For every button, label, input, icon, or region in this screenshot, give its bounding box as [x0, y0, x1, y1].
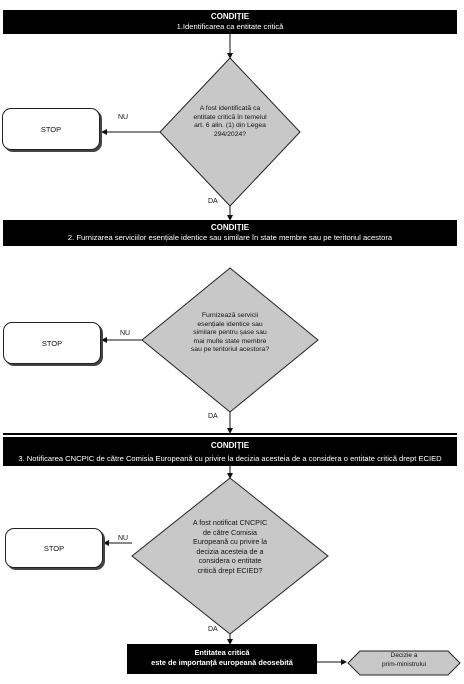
- outcome-line-2: prim-ministrului: [381, 660, 427, 668]
- condition-block-1: CONDIȚIE 1.Identificarea ca entitate cri…: [3, 10, 457, 34]
- yes-label-3: DA: [208, 626, 218, 633]
- no-label-3: NU: [118, 535, 129, 542]
- decision-2-line: Furnizează servicii: [201, 312, 259, 319]
- stop-box-3: STOP: [5, 528, 103, 568]
- no-label-1: NU: [118, 114, 129, 121]
- decision-1-text: A fost identificată ca entitate critică …: [180, 105, 280, 139]
- stop-box-2: STOP: [3, 322, 101, 364]
- yes-label-1: DA: [208, 198, 218, 205]
- decision-2-line: esențiale identice sau: [197, 320, 263, 328]
- decision-1-line: entitate critică în temeiul: [193, 113, 267, 121]
- condition-subtitle-2: 2. Furnizarea serviciilor esențiale iden…: [67, 233, 393, 242]
- decision-3-line: Europeană cu privire la: [193, 537, 267, 546]
- decision-2-line: sau pe teritoriul acestora?: [190, 346, 270, 354]
- decision-3-line: considera o entitate: [198, 556, 262, 565]
- yes-label-2: DA: [208, 413, 218, 420]
- condition-subtitle-3: 3. Notificarea CNCPIC de către Comisia E…: [18, 454, 442, 463]
- final-result-box: Entitatea critică este de importanță eur…: [127, 644, 317, 674]
- stop-box-1: STOP: [2, 108, 100, 150]
- stop-label-1: STOP: [40, 124, 62, 134]
- condition-title-2: CONDIȚIE: [210, 223, 250, 232]
- stop-label-2: STOP: [41, 338, 63, 348]
- decision-3-line: de către Comisia: [203, 527, 257, 537]
- outcome-hexagon: [347, 650, 461, 676]
- decision-1-line: art. 6 alin. (1) din Legea: [194, 122, 266, 130]
- decision-3-line: decizia acesteia de a: [196, 546, 264, 556]
- decision-3-line: A fost notificat CNCPIC: [192, 518, 268, 527]
- decision-1-line: A fost identificată ca: [199, 105, 261, 112]
- condition-title-3: CONDIȚIE: [210, 441, 250, 450]
- final-line-2: este de importanță europeană deosebită: [151, 658, 293, 667]
- condition-block-3: CONDIȚIE 3. Notificarea CNCPIC de către …: [3, 435, 457, 466]
- outcome-label: Decizie a prim-ministrului: [348, 652, 460, 669]
- outcome-line-1: Decizie a: [390, 652, 418, 659]
- decision-3-text: A fost notificat CNCPIC de către Comisia…: [172, 518, 288, 575]
- condition-block-2: CONDIȚIE 2. Furnizarea serviciilor esenț…: [3, 220, 457, 246]
- decision-2-text: Furnizează servicii esențiale identice s…: [175, 312, 285, 355]
- no-label-2: NU: [120, 330, 131, 337]
- decision-1-line: 294/2024?: [213, 130, 247, 138]
- condition-subtitle-1: 1.Identificarea ca entitate critică: [176, 22, 284, 31]
- condition-title-1: CONDIȚIE: [210, 12, 250, 21]
- decision-3-line: critică drept ECIED?: [197, 565, 263, 575]
- decision-2-line: similare pentru șase sau: [193, 329, 267, 337]
- final-line-1: Entitatea critică: [194, 648, 250, 657]
- decision-2-line: mai multe state membre: [193, 337, 267, 345]
- stop-label-3: STOP: [43, 543, 65, 553]
